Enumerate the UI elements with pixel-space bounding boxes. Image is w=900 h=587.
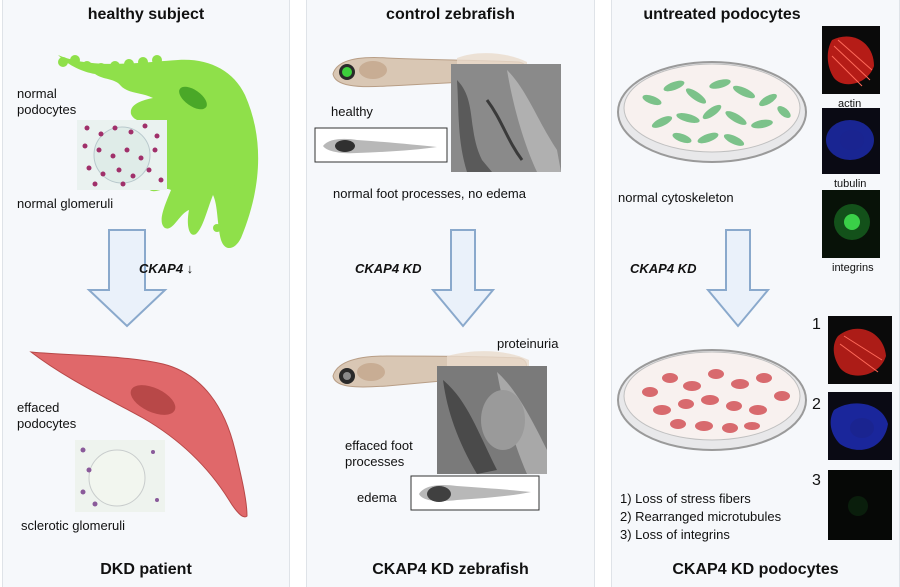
label-normal-podocytes-line1: normal — [17, 86, 57, 101]
if-tubulin-kd — [828, 392, 892, 460]
label-normal-foot-processes: normal foot processes, no edema — [333, 186, 526, 201]
label-healthy: healthy — [331, 104, 373, 119]
label-normal-glomeruli: normal glomeruli — [17, 196, 114, 211]
panel-bottom-title: DKD patient — [100, 561, 192, 578]
panel-number-1: 1 — [812, 316, 821, 333]
if-actin-untreated — [822, 26, 880, 94]
if-tubulin-untreated — [822, 108, 880, 174]
panel-title: untreated podocytes — [643, 6, 801, 23]
panel-title: healthy subject — [87, 6, 205, 23]
panel-title: control zebrafish — [386, 6, 515, 23]
label-effaced-foot-line1: effaced foot — [345, 438, 413, 453]
if-actin-kd — [828, 316, 892, 384]
label-edema: edema — [357, 490, 397, 505]
panel-zebrafish-graphics — [314, 53, 561, 511]
panel-healthy-graphics — [29, 55, 259, 518]
arrow-label-ckap4-down: CKAP4 ↓ — [139, 261, 194, 276]
panel-podocytes-graphics — [617, 26, 892, 540]
panel-podocytes: untreated podocytes — [611, 0, 900, 587]
edema-fish-photo — [410, 475, 540, 511]
stain-label-actin: actin — [838, 98, 862, 110]
normal-glomeruli-histology — [77, 120, 167, 190]
stain-label-integrins: integrins — [832, 262, 874, 274]
label-effaced-podocytes-line1: effaced — [17, 400, 60, 415]
finding-1: 1) Loss of stress fibers — [620, 491, 751, 506]
arrow-label-ckap4-kd: CKAP4 KD — [630, 261, 697, 276]
if-integrins-kd — [828, 470, 892, 540]
panel-bottom-title: CKAP4 KD podocytes — [672, 561, 839, 578]
untreated-petri-dish — [617, 61, 807, 163]
effaced-tem-image — [437, 366, 547, 474]
effaced-podocyte-illustration — [29, 351, 248, 518]
kd-petri-dish — [617, 349, 807, 451]
finding-2: 2) Rearranged microtubules — [620, 509, 782, 524]
healthy-fish-photo — [314, 127, 448, 163]
transition-arrow — [86, 229, 168, 328]
label-proteinuria: proteinuria — [497, 336, 559, 351]
finding-3: 3) Loss of integrins — [620, 527, 730, 542]
label-effaced-podocytes-line2: podocytes — [17, 416, 77, 431]
arrow-label-ckap4-kd: CKAP4 KD — [355, 261, 422, 276]
transition-arrow — [430, 229, 496, 328]
label-normal-cytoskeleton: normal cytoskeleton — [618, 190, 734, 205]
transition-arrow — [705, 229, 771, 328]
label-effaced-foot-line2: processes — [345, 454, 405, 469]
if-integrins-untreated — [822, 190, 880, 258]
label-normal-podocytes-line2: podocytes — [17, 102, 77, 117]
panel-number-2: 2 — [812, 396, 821, 413]
stain-label-tubulin: tubulin — [834, 178, 867, 190]
healthy-tem-image — [451, 64, 561, 172]
sclerotic-glomeruli-histology — [75, 440, 165, 512]
panel-bottom-title: CKAP4 KD zebrafish — [372, 561, 529, 578]
label-sclerotic-glomeruli: sclerotic glomeruli — [21, 518, 126, 533]
panel-healthy-subject: healthy subject — [2, 0, 290, 587]
panel-number-3: 3 — [812, 472, 821, 489]
panel-zebrafish: control zebrafish — [306, 0, 595, 587]
